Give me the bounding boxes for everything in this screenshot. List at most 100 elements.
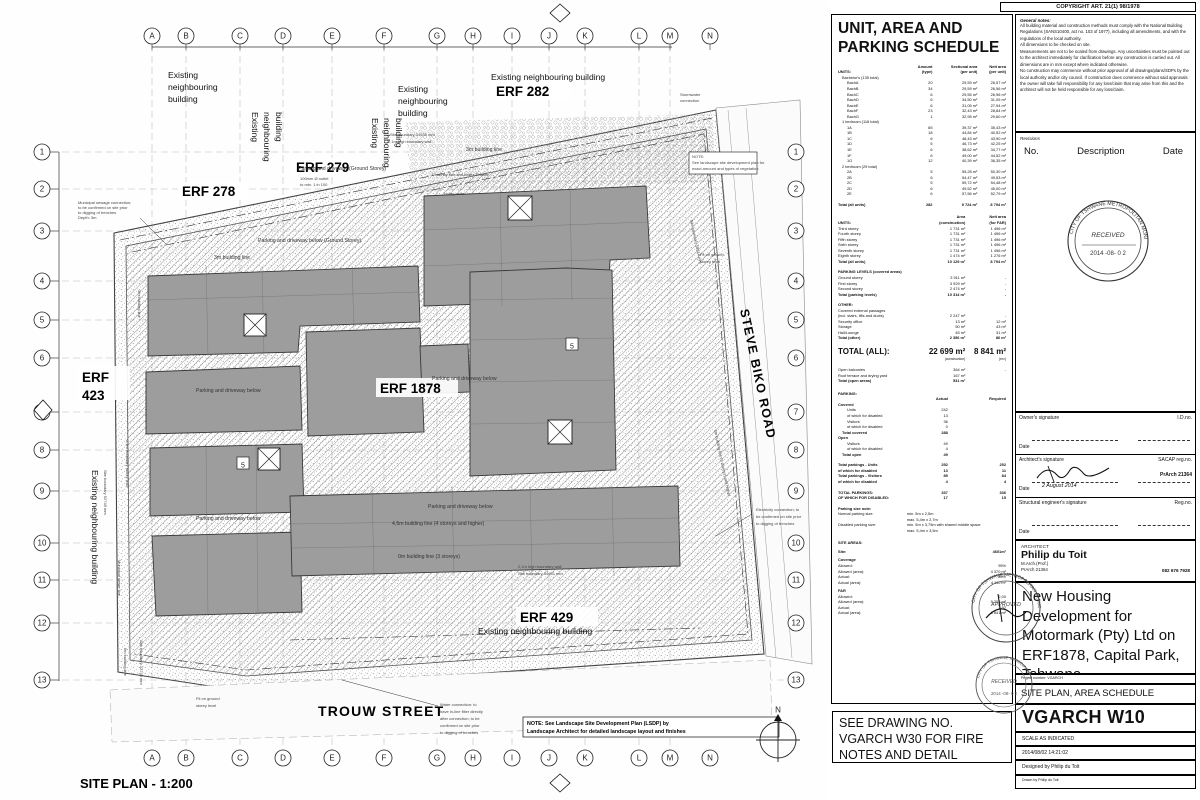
grid-bubble-top-N[interactable]: N bbox=[701, 27, 719, 45]
svg-text:to min. 1 in 100: to min. 1 in 100 bbox=[300, 182, 328, 187]
grid-bubble-right-5[interactable]: 5 bbox=[787, 311, 805, 329]
grid-bubble-top-I[interactable]: I bbox=[503, 27, 521, 45]
grid-bubble-top-J[interactable]: J bbox=[540, 27, 558, 45]
grid-bubble-bottom-C[interactable]: C bbox=[231, 749, 249, 767]
grid-bubble-top-L[interactable]: L bbox=[630, 27, 648, 45]
grid-bubble-left-3[interactable]: 3 bbox=[33, 222, 51, 240]
grid-bubble-top-M[interactable]: M bbox=[661, 27, 679, 45]
grid-bubble-top-K[interactable]: K bbox=[576, 27, 594, 45]
grid-bubble-top-E[interactable]: E bbox=[323, 27, 341, 45]
svg-text:2: 2 bbox=[794, 185, 799, 194]
grid-bubble-right-2[interactable]: 2 bbox=[787, 180, 805, 198]
grid-bubble-top-C[interactable]: C bbox=[231, 27, 249, 45]
architect-block: ARCHITECT Philip du Toit M.Arch.(Prof.) … bbox=[1015, 540, 1196, 582]
drawing-title: SITE PLAN, AREA SCHEDULE bbox=[1021, 688, 1155, 699]
grid-bubble-bottom-E[interactable]: E bbox=[323, 749, 341, 767]
street-label-trouw: TROUW STREET bbox=[318, 703, 444, 719]
grid-bubble-right-6[interactable]: 6 bbox=[787, 349, 805, 367]
grid-bubble-bottom-D[interactable]: D bbox=[274, 749, 292, 767]
grid-bubble-top-F[interactable]: F bbox=[375, 27, 393, 45]
grid-bubble-bottom-F[interactable]: F bbox=[375, 749, 393, 767]
neighbour-label-left: Existing neighbouring building bbox=[90, 470, 100, 584]
svg-text:F: F bbox=[382, 32, 387, 41]
svg-text:NOTE:: NOTE: bbox=[692, 154, 704, 159]
grid-bubble-left-10[interactable]: 10 bbox=[33, 534, 51, 552]
grid-bubble-right-10[interactable]: 10 bbox=[787, 534, 805, 552]
svg-text:B: B bbox=[183, 32, 188, 41]
grid-bubble-top-A[interactable]: A bbox=[143, 27, 161, 45]
grid-bubble-bottom-N[interactable]: N bbox=[701, 749, 719, 767]
grid-bubble-left-12[interactable]: 12 bbox=[33, 614, 51, 632]
drawing-number: VGARCH W10 bbox=[1022, 707, 1146, 727]
svg-text:5: 5 bbox=[241, 463, 245, 470]
grid-bubble-right-8[interactable]: 8 bbox=[787, 441, 805, 459]
grid-bubble-right-13[interactable]: 13 bbox=[787, 671, 805, 689]
grid-bubble-right-4[interactable]: 4 bbox=[787, 272, 805, 290]
grid-bubble-bottom-A[interactable]: A bbox=[143, 749, 161, 767]
schedule-row: Allowed (area):4 370 m² bbox=[838, 568, 1006, 574]
grid-bubble-right-11[interactable]: 11 bbox=[787, 571, 805, 589]
grid-bubble-right-7[interactable]: 7 bbox=[787, 403, 805, 421]
revisions-block[interactable]: Revisions No. Description Date CITY OF T… bbox=[1015, 132, 1196, 412]
grid-bubble-bottom-H[interactable]: H bbox=[464, 749, 482, 767]
grid-bubble-right-12[interactable]: 12 bbox=[787, 614, 805, 632]
grid-bubble-bottom-G[interactable]: G bbox=[428, 749, 446, 767]
svg-text:4: 4 bbox=[40, 277, 45, 286]
general-notes-title: General notes: bbox=[1020, 18, 1051, 23]
grid-bubble-top-G[interactable]: G bbox=[428, 27, 446, 45]
grid-bubble-left-4[interactable]: 4 bbox=[33, 272, 51, 290]
grid-bubble-bottom-J[interactable]: J bbox=[540, 749, 558, 767]
grid-bubble-bottom-L[interactable]: L bbox=[630, 749, 648, 767]
svg-text:confirmed on site prior: confirmed on site prior bbox=[440, 723, 480, 728]
grid-bubble-left-9[interactable]: 9 bbox=[33, 482, 51, 500]
svg-text:N: N bbox=[707, 754, 713, 763]
grid-bubble-right-9[interactable]: 9 bbox=[787, 482, 805, 500]
general-notes-block: General notes: All building material and… bbox=[1015, 14, 1196, 132]
svg-text:See landscape site development: See landscape site development plan for bbox=[692, 160, 765, 165]
signature-date-value-1: 2 August 2014 bbox=[1042, 483, 1077, 490]
grid-bubble-bottom-I[interactable]: I bbox=[503, 749, 521, 767]
grid-bubble-bottom-M[interactable]: M bbox=[661, 749, 679, 767]
neighbour-label-top-inline: Existing neighbouring building bbox=[491, 72, 605, 82]
grid-bubble-left-11[interactable]: 11 bbox=[33, 571, 51, 589]
grid-bubble-left-1[interactable]: 1 bbox=[33, 143, 51, 161]
signature-label-2: Structural engineer's signature bbox=[1019, 499, 1087, 506]
svg-text:1: 1 bbox=[40, 148, 45, 157]
svg-text:0m building line: 0m building line bbox=[123, 648, 128, 677]
grid-bubble-left-2[interactable]: 2 bbox=[33, 180, 51, 198]
grid-bubble-top-H[interactable]: H bbox=[464, 27, 482, 45]
label-0m-building-line: 0m building line (3 storeys) bbox=[398, 554, 460, 560]
grid-bubble-top-D[interactable]: D bbox=[274, 27, 292, 45]
grid-bubble-left-8[interactable]: 8 bbox=[33, 441, 51, 459]
grid-bubble-bottom-K[interactable]: K bbox=[576, 749, 594, 767]
svg-text:Depth: 3m: Depth: 3m bbox=[78, 215, 97, 220]
svg-text:3: 3 bbox=[40, 227, 45, 236]
grid-bubble-right-3[interactable]: 3 bbox=[787, 222, 805, 240]
drawing-date: 2014/08/02 14:21:02 bbox=[1022, 750, 1068, 756]
annotation-veg-note: NOTE: See landscape site development pla… bbox=[688, 151, 765, 175]
grid-bubble-bottom-B[interactable]: B bbox=[177, 749, 195, 767]
grid-bubble-top-B[interactable]: B bbox=[177, 27, 195, 45]
grid-bubble-right-1[interactable]: 1 bbox=[787, 143, 805, 161]
grid-bubble-left-5[interactable]: 5 bbox=[33, 311, 51, 329]
grid-bubble-left-13[interactable]: 13 bbox=[33, 671, 51, 689]
grid-bubble-left-6[interactable]: 6 bbox=[33, 349, 51, 367]
